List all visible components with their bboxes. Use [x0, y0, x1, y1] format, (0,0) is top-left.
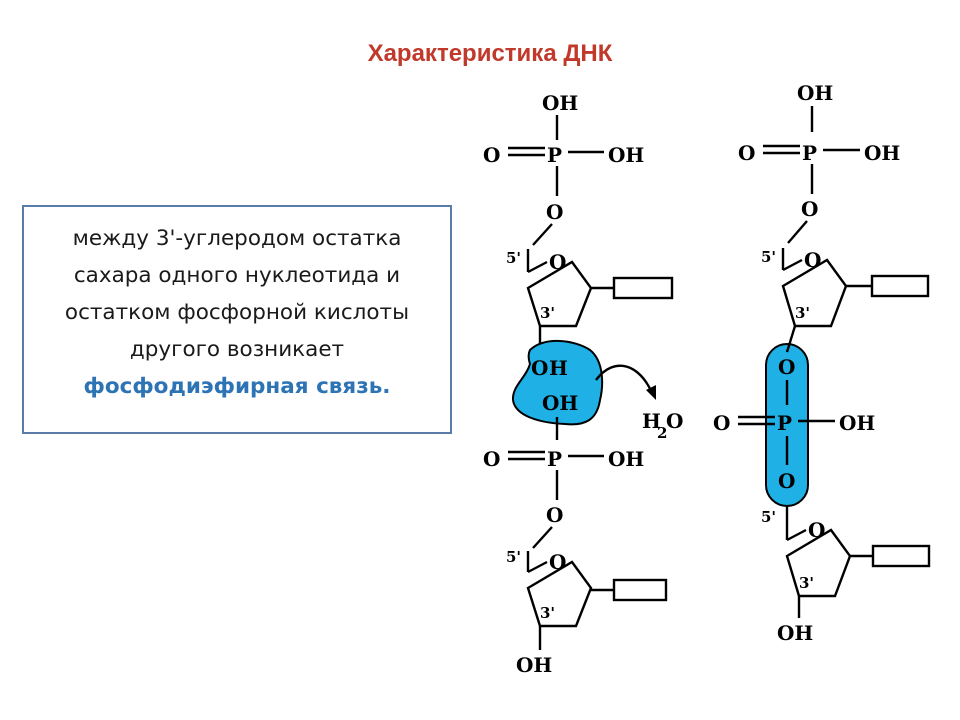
phosphorus-label: P — [547, 447, 562, 471]
sugar-ring — [526, 260, 593, 328]
phosphate-top-oh-label: OH — [542, 391, 578, 415]
phosphate-o-label: O — [738, 141, 755, 165]
carbon-5-label: 5' — [761, 508, 776, 526]
phosphate-o-label: O — [483, 447, 500, 471]
description-line: сахара одного нуклеотида и — [73, 263, 401, 288]
ester-o-label: O — [546, 503, 563, 527]
arrow — [595, 364, 654, 394]
carbon-5-label: 5' — [506, 249, 521, 267]
phosphate-oh-label: OH — [864, 141, 900, 165]
water-2-label: 2 — [657, 424, 667, 442]
carbon-3-label: 3' — [795, 304, 810, 322]
top-oh-label: OH — [542, 91, 578, 115]
ring-o-label: O — [804, 248, 821, 272]
description-line: остатком фосфорной кислоты — [64, 300, 410, 325]
ring-o-label: O — [549, 250, 566, 274]
water-h-label: H — [642, 409, 661, 433]
sugar-oh-o-label: O — [531, 356, 548, 380]
phosphate-o-label: O — [483, 143, 500, 167]
bond — [787, 220, 808, 244]
phosphate-oh-label: OH — [608, 143, 644, 167]
left-chain: OH O P OH O 5' O 3' O H OH H 2 O O — [483, 91, 683, 677]
ester-o-top-label: O — [778, 355, 795, 379]
bottom-oh-label: OH — [516, 653, 552, 677]
base-box — [870, 274, 930, 298]
phosphorus-label: P — [547, 143, 562, 167]
water-elimination-blob — [511, 339, 604, 426]
phosphate-oh-label: OH — [839, 411, 875, 435]
ring-o-label: O — [549, 550, 566, 574]
arrow-head — [646, 385, 656, 400]
water-o-label: O — [666, 409, 683, 433]
carbon-5-label: 5' — [761, 248, 776, 266]
phosphorus-label: P — [777, 411, 792, 435]
sugar-ring — [526, 560, 593, 628]
carbon-3-label: 3' — [540, 304, 555, 322]
base-box — [871, 544, 931, 568]
base-box — [612, 578, 668, 602]
carbon-3-label: 3' — [799, 574, 814, 592]
sugar-ring — [785, 528, 852, 598]
carbon-3-label: 3' — [540, 604, 555, 622]
bond — [785, 325, 797, 353]
base-box — [612, 276, 674, 300]
sugar-ring — [781, 258, 848, 328]
description-box: между 3'-углеродом остатка сахара одного… — [22, 205, 452, 434]
description-line: другого возникает — [129, 337, 345, 362]
description-line: между 3'-углеродом остатка — [72, 226, 402, 251]
dna-reaction-diagram: OH O P OH O 5' O 3' O H OH H 2 O O — [483, 81, 931, 677]
carbon-5-label: 5' — [506, 548, 521, 566]
phosphorus-label: P — [802, 141, 817, 165]
right-chain: OH O P OH O 5' O 3' O O P OH O 5' O — [713, 81, 931, 645]
ester-o-bottom-label: O — [778, 469, 795, 493]
highlight-bond-name: фосфодиэфирная связь. — [83, 374, 391, 399]
ring-o-label: O — [808, 518, 825, 542]
bottom-oh-label: OH — [777, 621, 813, 645]
top-oh-label: OH — [797, 81, 833, 105]
sugar-oh-h-label: H — [549, 356, 568, 380]
ester-o-label: O — [801, 197, 818, 221]
phosphate-oh-label: OH — [608, 447, 644, 471]
phosphate-o-label: O — [713, 411, 730, 435]
ester-o-label: O — [546, 200, 563, 224]
page-title: Характеристика ДНК — [367, 40, 613, 67]
bond — [532, 223, 553, 246]
bond — [532, 526, 553, 549]
